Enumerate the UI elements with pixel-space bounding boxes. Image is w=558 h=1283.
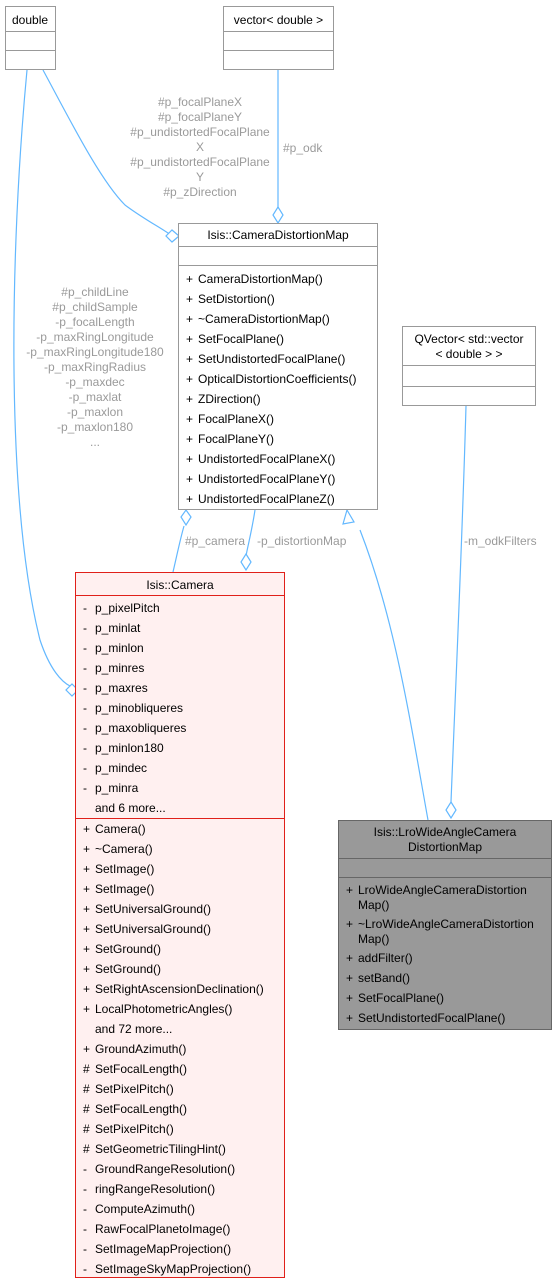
node-double[interactable]: double bbox=[5, 6, 56, 70]
method-row: +SetFocalPlane() bbox=[346, 991, 445, 1005]
method-row: #SetPixelPitch() bbox=[83, 1122, 174, 1136]
method-row: +CameraDistortionMap() bbox=[186, 272, 323, 286]
method-row: -SetImageSkyMapProjection() bbox=[83, 1262, 252, 1276]
method-row: +SetUndistortedFocalPlane() bbox=[186, 352, 346, 366]
node-camera[interactable]: Isis::Camera -p_pixelPitch -p_minlat -p_… bbox=[75, 572, 285, 1278]
method-row: +addFilter() bbox=[346, 951, 413, 965]
method-row: +SetRightAscensionDeclination() bbox=[83, 982, 264, 996]
method-row: -RawFocalPlanetoImage() bbox=[83, 1222, 231, 1236]
edge-lro-distortion bbox=[359, 529, 429, 821]
method-row: +SetGround() bbox=[83, 942, 162, 956]
method-row: +SetGround() bbox=[83, 962, 162, 976]
method-row: +FocalPlaneX() bbox=[186, 412, 275, 426]
node-camera-distortion-map[interactable]: Isis::CameraDistortionMap +CameraDistort… bbox=[178, 223, 378, 510]
attribute-row: -p_mindec bbox=[83, 761, 148, 775]
edge-double-camera bbox=[13, 69, 71, 687]
edge-label-distortion-camera: -p_distortionMap bbox=[257, 534, 347, 548]
node-title: Isis::CameraDistortionMap bbox=[207, 228, 349, 242]
attribute-row: -p_minlon bbox=[83, 641, 144, 655]
diamond-distortion-camera bbox=[240, 552, 252, 572]
edge-label-double-camera: #p_childLine #p_childSample -p_focalLeng… bbox=[26, 285, 164, 449]
method-row: +~Camera() bbox=[83, 842, 153, 856]
attribute-row: -p_maxres bbox=[83, 681, 148, 695]
attribute-row: -p_minlat bbox=[83, 621, 141, 635]
edge-label-double-distortion: #p_focalPlaneX #p_focalPlaneY #p_undisto… bbox=[130, 95, 270, 199]
edge-label-camera-distortion: #p_camera bbox=[185, 534, 246, 548]
edge-distortion-camera bbox=[245, 509, 256, 557]
method-row: +SetDistortion() bbox=[186, 292, 275, 306]
edge-qvector-lro bbox=[450, 405, 467, 803]
method-row: +SetFocalPlane() bbox=[186, 332, 285, 346]
method-list: +LroWideAngleCameraDistortion Map() +~Lr… bbox=[339, 877, 551, 1028]
diamond-camera-distortion bbox=[180, 508, 192, 527]
method-row: +ZDirection() bbox=[186, 392, 261, 406]
method-row: -ComputeAzimuth() bbox=[83, 1202, 196, 1216]
method-row: +setBand() bbox=[346, 971, 411, 985]
attribute-row: -p_minres bbox=[83, 661, 145, 675]
node-title: double bbox=[12, 13, 49, 27]
method-row: +SetImage() bbox=[83, 862, 155, 876]
node-vector-double[interactable]: vector< double > bbox=[223, 6, 334, 70]
method-row: +FocalPlaneY() bbox=[186, 432, 275, 446]
method-row: +SetUniversalGround() bbox=[83, 902, 212, 916]
node-title: Isis::LroWideAngleCamera DistortionMap bbox=[373, 825, 517, 854]
attribute-row: -p_minlon180 bbox=[83, 741, 164, 755]
method-list: +Camera() +~Camera() +SetImage() +SetIma… bbox=[76, 818, 284, 1279]
attribute-row: -p_maxobliqueres bbox=[83, 721, 187, 735]
attribute-row: -p_pixelPitch bbox=[83, 601, 160, 615]
diamond-qvector-lro bbox=[445, 800, 457, 820]
method-row: +LocalPhotometricAngles() bbox=[83, 1002, 233, 1016]
edge-double-distortion bbox=[42, 69, 173, 237]
method-row: +~CameraDistortionMap() bbox=[186, 312, 330, 326]
diamond-vector-distortion bbox=[272, 205, 284, 225]
arrow-lro-distortion bbox=[342, 508, 355, 525]
method-row: +OpticalDistortionCoefficients() bbox=[186, 372, 357, 386]
node-qvector[interactable]: QVector< std::vector < double > > bbox=[402, 326, 536, 406]
diamond-double-distortion bbox=[165, 229, 180, 243]
method-row: -GroundRangeResolution() bbox=[83, 1162, 236, 1176]
method-row: +Camera() bbox=[83, 822, 146, 836]
edge-label-vector-distortion: #p_odk bbox=[283, 141, 323, 155]
method-row: +SetUndistortedFocalPlane() bbox=[346, 1011, 506, 1025]
method-row: #SetPixelPitch() bbox=[83, 1082, 174, 1096]
method-list: +CameraDistortionMap() +SetDistortion() … bbox=[179, 265, 377, 509]
method-row: -SetImageMapProjection() bbox=[83, 1242, 232, 1256]
method-row: #SetFocalLength() bbox=[83, 1102, 188, 1116]
method-row: +SetImage() bbox=[83, 882, 155, 896]
edge-camera-distortion bbox=[172, 525, 185, 573]
method-row: #SetGeometricTilingHint() bbox=[83, 1142, 226, 1156]
method-row: +~LroWideAngleCameraDistortion Map() bbox=[346, 917, 534, 946]
method-row: +UndistortedFocalPlaneZ() bbox=[186, 492, 335, 506]
node-title: QVector< std::vector < double > > bbox=[414, 332, 524, 361]
attribute-list: -p_pixelPitch -p_minlat -p_minlon -p_min… bbox=[76, 595, 284, 818]
attribute-row: -p_minra bbox=[83, 781, 139, 795]
method-row: +GroundAzimuth() bbox=[83, 1042, 187, 1056]
method-row: #SetFocalLength() bbox=[83, 1062, 188, 1076]
attribute-row: and 6 more... bbox=[95, 801, 166, 815]
node-title: Isis::Camera bbox=[146, 578, 214, 592]
method-row: +SetUniversalGround() bbox=[83, 922, 212, 936]
method-row: +UndistortedFocalPlaneX() bbox=[186, 452, 336, 466]
edge-label-qvector-lro: -m_odkFilters bbox=[464, 534, 537, 548]
method-row: -ringRangeResolution() bbox=[83, 1182, 216, 1196]
method-row: and 72 more... bbox=[95, 1022, 173, 1036]
attribute-row: -p_minobliqueres bbox=[83, 701, 184, 715]
method-row: +UndistortedFocalPlaneY() bbox=[186, 472, 336, 486]
node-lro-wide-angle-camera-distortion-map[interactable]: Isis::LroWideAngleCamera DistortionMap +… bbox=[338, 820, 552, 1030]
node-title: vector< double > bbox=[233, 13, 324, 27]
method-row: +LroWideAngleCameraDistortion Map() bbox=[346, 883, 527, 912]
